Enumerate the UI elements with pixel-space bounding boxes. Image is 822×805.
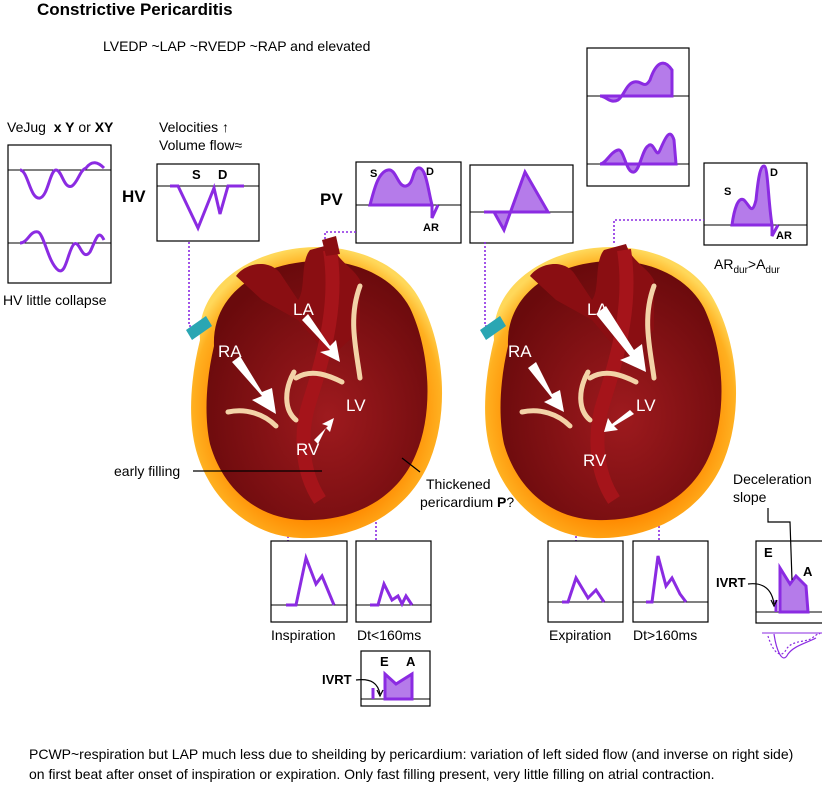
pericardium-label-line2: pericardium P?	[420, 494, 515, 510]
dt-long-label: Dt>160ms	[633, 627, 698, 643]
footer-explanation: PCWP~respiration but LAP much less due t…	[29, 746, 794, 782]
pv-right-d-label: D	[770, 167, 778, 179]
deceleration-label-line1: Deceleration	[733, 471, 812, 487]
ivrt-left-a-label: A	[406, 654, 416, 669]
pv-label: PV	[320, 190, 343, 209]
pv-right-waveform-box	[703, 162, 808, 246]
heart-right-rv-label: RV	[583, 451, 607, 470]
hv-little-collapse-note: HV little collapse	[3, 292, 107, 308]
pv-left-d-label: D	[426, 166, 434, 178]
pv-left-waveform-box	[355, 161, 462, 244]
heart-left-rv-label: RV	[296, 440, 320, 459]
heart-left-la-label: LA	[293, 300, 314, 319]
inspiration-label: Inspiration	[271, 627, 336, 643]
ivrt-right-a-label: A	[803, 564, 813, 579]
ivrt-left-e-label: E	[380, 654, 389, 669]
ivrt-right-label: IVRT	[716, 575, 746, 590]
heart-left-ra-label: RA	[218, 342, 242, 361]
heart-right-lv-label: LV	[636, 396, 656, 415]
pv-right-ar-label: AR	[776, 230, 792, 242]
dt-short-label: Dt<160ms	[357, 627, 422, 643]
vejug-waveform-box	[7, 144, 112, 284]
heart-right	[480, 244, 737, 539]
venous-double-waveform-box	[586, 47, 690, 187]
ivrt-left-label: IVRT	[322, 672, 352, 687]
ivrt-right-e-label: E	[764, 545, 773, 560]
pv-left-ar-label: AR	[423, 222, 439, 234]
vejug-label: VeJug x Y or XY	[7, 119, 114, 135]
hv-waveform-box	[156, 163, 260, 242]
heart-left-lv-label: LV	[346, 396, 366, 415]
doppler-dt-short-box	[355, 540, 432, 623]
hv-velocities-label: Velocities ↑	[159, 119, 230, 135]
doppler-dt-long-box	[632, 540, 709, 623]
early-filling-label: early filling	[114, 463, 181, 479]
flow-trace-squiggle	[762, 632, 822, 659]
heart-right-la-label: LA	[587, 300, 608, 319]
doppler-inspiration-box	[270, 540, 348, 623]
subtitle: LVEDP ~LAP ~RVEDP ~RAP and elevated	[103, 38, 371, 54]
heart-left	[186, 236, 443, 539]
hv-label: HV	[122, 187, 146, 206]
heart-right-ra-label: RA	[508, 342, 532, 361]
doppler-expiration-box	[547, 540, 624, 623]
pv-right-s-label: S	[724, 186, 732, 198]
ivrt-left-box	[355, 650, 431, 707]
expiration-label: Expiration	[549, 627, 612, 643]
pv-left-s-label: S	[370, 168, 378, 180]
hv-s-label: S	[192, 167, 201, 182]
hv-d-label: D	[218, 167, 228, 182]
pa-waveform-box	[469, 164, 574, 244]
pericardium-label-line1: Thickened	[426, 476, 491, 492]
deceleration-label-line2: slope	[733, 489, 767, 505]
ar-duration-note: ARdur>Adur	[714, 256, 780, 276]
pericardium-leader	[401, 457, 421, 473]
page-title: Constrictive Pericarditis	[37, 0, 233, 19]
hv-volume-flow-label: Volume flow≈	[159, 137, 243, 153]
ivrt-right-box	[747, 508, 822, 624]
